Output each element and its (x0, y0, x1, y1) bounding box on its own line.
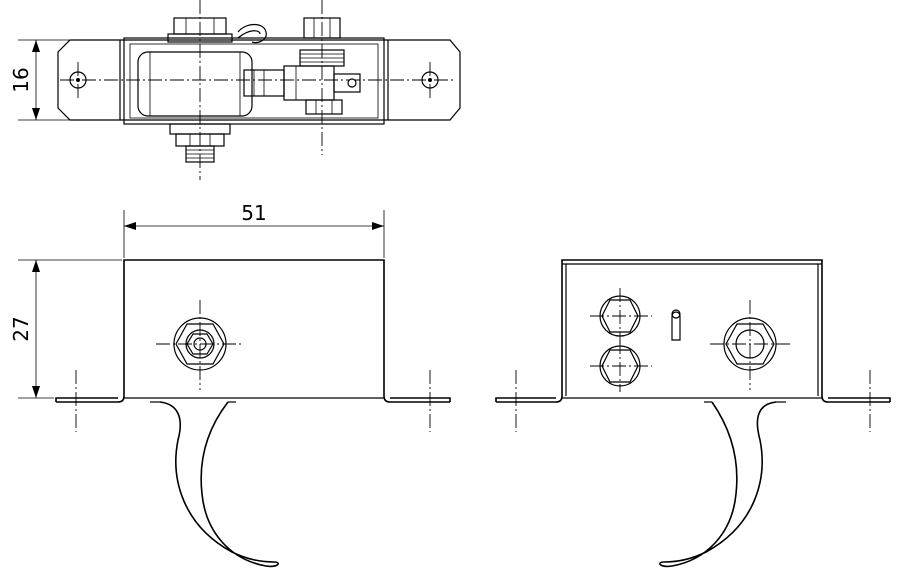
front-view-hook-arm (159, 401, 279, 568)
rear-view-slot (671, 309, 681, 341)
top-view-solenoid (137, 17, 267, 163)
dimension-depth-label: 16 (9, 67, 33, 92)
front-view-box (123, 259, 385, 396)
top-view-box (123, 37, 385, 125)
rear-view (495, 259, 891, 568)
top-view-switch (243, 17, 361, 115)
rear-view-hex-nut (710, 300, 792, 390)
dimension-height: 27 (9, 259, 122, 399)
rear-view-nut-upper (590, 288, 652, 344)
top-view-mounting-plate (57, 39, 461, 121)
front-view-hex-nut (156, 300, 244, 390)
dimension-height-label: 27 (9, 316, 33, 341)
front-view: 51 27 (9, 201, 451, 568)
rear-view-nut-lower (590, 340, 652, 392)
dimension-depth: 16 (9, 39, 120, 121)
dimension-width: 51 (123, 201, 385, 258)
front-view-base-plate (55, 395, 451, 403)
rear-view-base-plate (495, 395, 891, 403)
top-view: 16 (9, 0, 461, 180)
dimension-width-label: 51 (241, 201, 266, 225)
rear-view-hook-arm (659, 401, 777, 568)
rear-view-box (561, 259, 823, 396)
